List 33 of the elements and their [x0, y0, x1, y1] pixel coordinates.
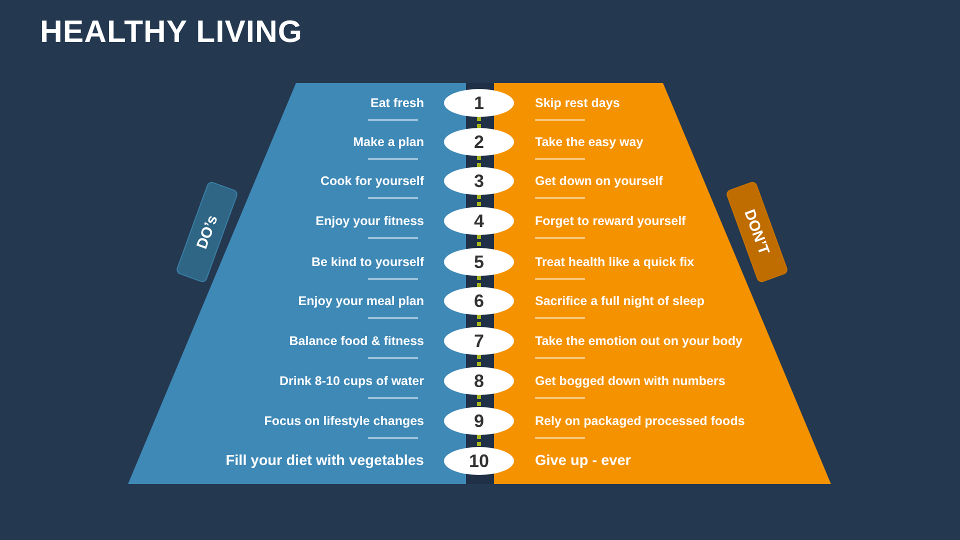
list-item-text: Eat fresh: [370, 95, 424, 111]
connector-line: [477, 435, 481, 447]
connector-line: [477, 195, 481, 207]
dos-panel: [128, 83, 466, 484]
list-item-text: Sacrifice a full night of sleep: [535, 293, 704, 309]
connector-line: [477, 235, 481, 248]
list-item-text: Give up - ever: [535, 453, 631, 469]
list-item-text: Treat health like a quick fix: [535, 254, 694, 270]
list-item-text: Be kind to yourself: [311, 254, 424, 270]
list-item-text: Take the easy way: [535, 134, 644, 150]
title: HEALTHY LIVING: [40, 14, 302, 50]
list-item-text: Rely on packaged processed foods: [535, 413, 745, 429]
list-item-text: Skip rest days: [535, 95, 620, 111]
list-item-text: Make a plan: [353, 134, 424, 150]
connector-line: [477, 355, 481, 367]
connector-line: [477, 156, 481, 167]
donts-panel: [494, 83, 831, 484]
list-item-text: Enjoy your meal plan: [298, 293, 424, 309]
list-item-text: Forget to reward yourself: [535, 213, 686, 229]
connector-line: [477, 276, 481, 287]
list-item-text: Take the emotion out on your body: [535, 333, 742, 349]
list-item-text: Enjoy your fitness: [316, 213, 424, 229]
list-item-text: Get bogged down with numbers: [535, 373, 726, 389]
list-item-text: Focus on lifestyle changes: [264, 413, 424, 429]
list-item-text: Get down on yourself: [535, 173, 663, 189]
list-item-text: Balance food & fitness: [289, 333, 424, 349]
connector-line: [477, 315, 481, 327]
connector-line: [477, 395, 481, 407]
connector-line: [477, 117, 481, 128]
list-item-text: Cook for yourself: [320, 173, 424, 189]
list-item-text: Drink 8-10 cups of water: [280, 373, 424, 389]
list-item-text: Fill your diet with vegetables: [226, 453, 424, 469]
side-tab: DON’T: [724, 180, 788, 282]
